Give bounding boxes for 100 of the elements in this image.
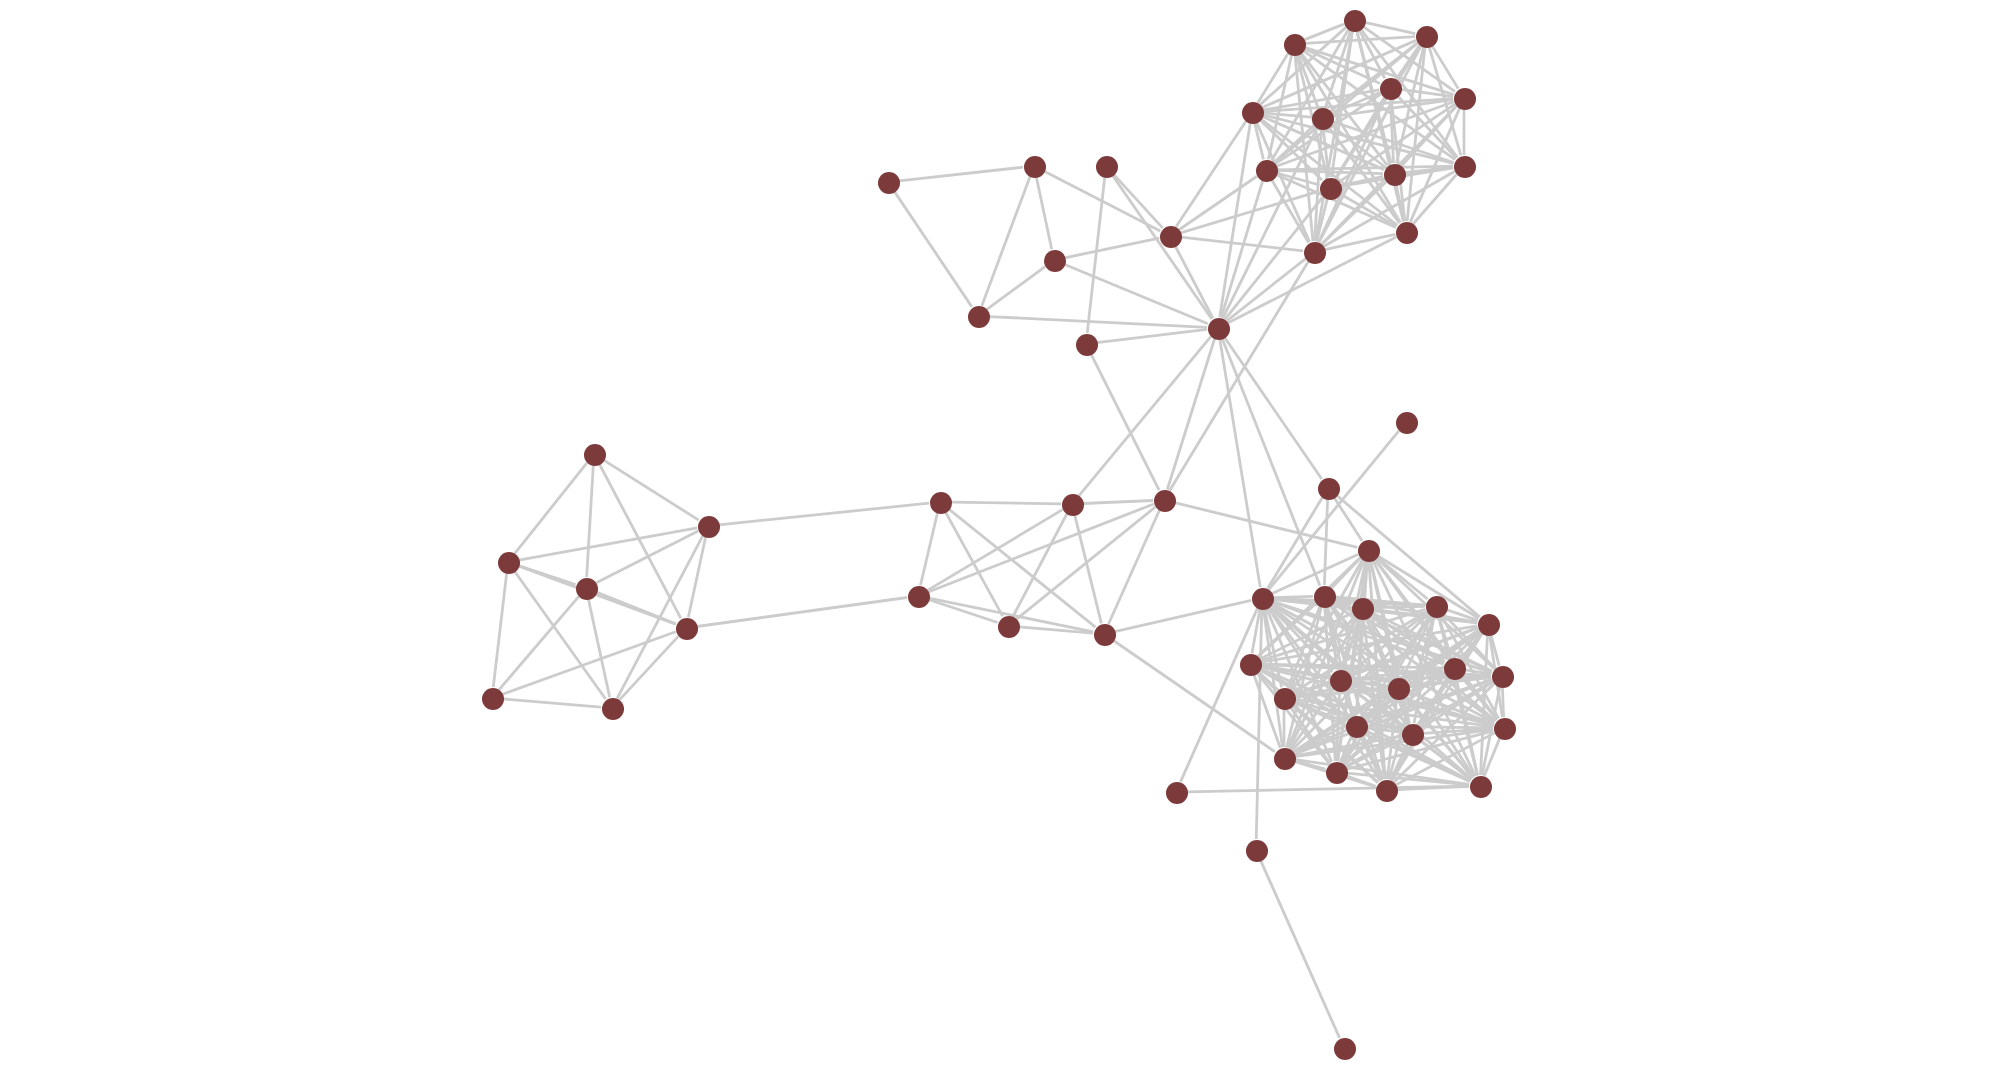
connector-line	[1073, 514, 1103, 624]
connector-line	[1018, 625, 1094, 635]
connector-line	[1362, 25, 1456, 93]
connector-line	[1258, 118, 1324, 182]
connector-line	[1286, 559, 1366, 749]
connector-line	[1270, 178, 1310, 244]
connector-line	[1355, 30, 1393, 164]
connector-line	[1349, 626, 1479, 678]
connector-line	[1082, 499, 1154, 505]
network-node	[1153, 489, 1175, 511]
connector-line	[986, 265, 1046, 311]
connector-line	[928, 598, 998, 624]
connector-line	[1259, 859, 1341, 1039]
network-node	[1477, 613, 1499, 635]
connector-line	[1173, 245, 1215, 319]
connector-line	[1272, 594, 1314, 600]
connector-line	[1367, 560, 1387, 780]
network-node	[1453, 155, 1475, 177]
network-node	[1023, 155, 1045, 177]
connector-line	[615, 535, 705, 699]
connector-line	[1335, 690, 1341, 762]
network-node	[1165, 781, 1187, 803]
network-node	[1395, 221, 1417, 243]
connector-line	[696, 596, 908, 628]
connector-line	[1400, 88, 1454, 98]
connector-line	[1324, 232, 1396, 252]
connector-line	[1389, 98, 1395, 164]
connector-line	[1269, 604, 1473, 780]
connector-line	[1180, 235, 1304, 253]
connector-line	[1338, 102, 1456, 184]
connector-line	[926, 508, 1064, 592]
network-node	[1095, 155, 1117, 177]
connector-line	[927, 502, 1155, 594]
connector-line	[898, 165, 1024, 183]
connector-line	[1330, 30, 1354, 178]
connector-line	[1282, 709, 1286, 747]
connector-line	[1392, 682, 1496, 784]
connector-line	[1479, 634, 1489, 776]
network-node	[1313, 585, 1335, 607]
connector-line	[1259, 26, 1347, 106]
connector-line	[1412, 616, 1436, 724]
network-node	[1343, 9, 1365, 31]
connector-line	[1219, 180, 1265, 318]
connector-line	[1289, 706, 1331, 764]
connector-line	[1272, 600, 1492, 674]
connector-line	[1259, 611, 1353, 661]
network-node	[1493, 717, 1515, 739]
connector-line	[892, 190, 974, 308]
connector-line	[1324, 30, 1352, 108]
connector-line	[1304, 46, 1454, 96]
connector-line	[1178, 175, 1258, 231]
network-node	[1395, 411, 1417, 433]
connector-line	[501, 630, 677, 696]
connector-line	[1256, 52, 1290, 104]
network-node	[1245, 839, 1267, 861]
connector-line	[928, 596, 1094, 634]
connector-line	[1294, 687, 1388, 699]
connector-line	[513, 570, 607, 700]
connector-line	[1339, 735, 1353, 763]
network-node	[481, 687, 503, 709]
connector-line	[1266, 496, 1324, 590]
connector-line	[1395, 731, 1495, 787]
connector-line	[1407, 670, 1445, 686]
connector-line	[517, 564, 677, 626]
connector-line	[1390, 632, 1484, 782]
connector-line	[1260, 607, 1426, 663]
connector-line	[1355, 30, 1405, 222]
connector-line	[1077, 335, 1213, 497]
connector-line	[586, 598, 612, 698]
connector-line	[1389, 743, 1409, 781]
connector-line	[597, 463, 683, 619]
connector-line	[1267, 429, 1401, 591]
connector-line	[1362, 618, 1386, 780]
connector-line	[1255, 671, 1331, 765]
connector-line	[1168, 260, 1310, 492]
connector-line	[1085, 176, 1107, 334]
connector-line	[1174, 501, 1358, 549]
connector-line	[1292, 628, 1480, 754]
connector-line	[1366, 616, 1476, 778]
network-node	[1469, 775, 1491, 797]
connector-line	[1294, 699, 1402, 733]
connector-line	[1357, 29, 1387, 79]
connector-line	[1420, 680, 1494, 730]
connector-line	[1323, 498, 1329, 586]
connector-line	[1365, 678, 1493, 724]
connector-line	[1295, 54, 1329, 178]
connector-line	[950, 500, 1062, 506]
connector-line	[1395, 46, 1425, 164]
connector-line	[1320, 180, 1388, 246]
connector-line	[1256, 556, 1362, 658]
connector-line	[988, 315, 1208, 329]
connector-line	[1107, 509, 1161, 625]
network-node	[929, 491, 951, 513]
connector-line	[1387, 616, 1435, 780]
connector-line	[1298, 52, 1402, 224]
connector-line	[1294, 698, 1494, 728]
connector-line	[1174, 120, 1248, 228]
connector-line	[1326, 606, 1384, 780]
connector-line	[1334, 596, 1478, 624]
connector-line	[1261, 115, 1385, 171]
